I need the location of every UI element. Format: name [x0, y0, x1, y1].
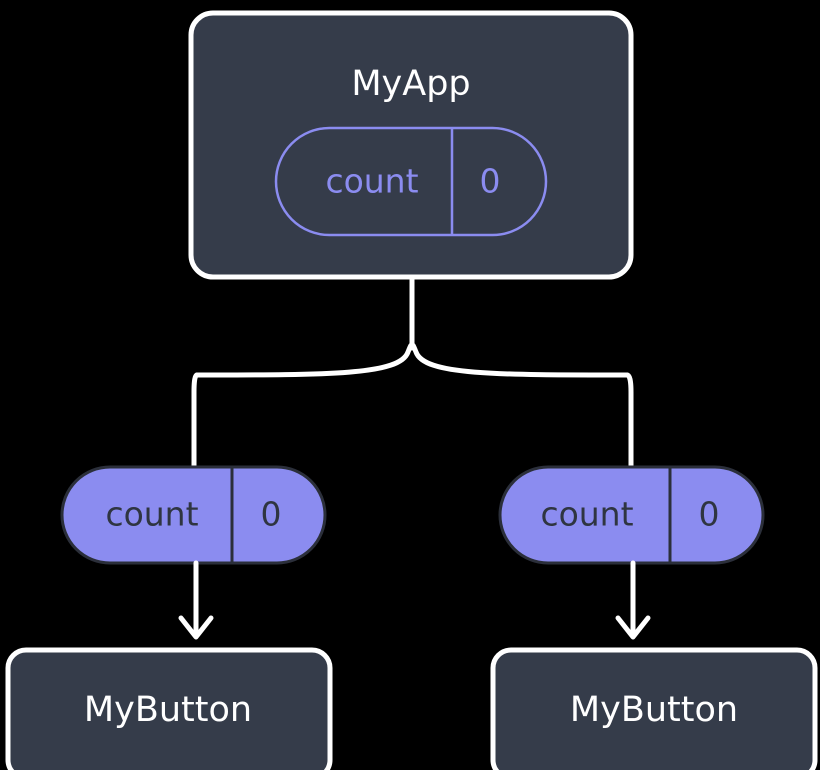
state-pill-right-value: 0 — [699, 495, 720, 534]
node-myapp-box[interactable] — [188, 10, 634, 280]
node-myapp-label: MyApp — [351, 64, 470, 104]
node-mybutton-left[interactable]: MyButton — [5, 647, 333, 770]
arrow-right-head — [615, 615, 651, 640]
node-mybutton-right-box[interactable] — [490, 647, 818, 770]
state-pill-root-shape[interactable] — [274, 126, 548, 237]
arrow-left-head — [178, 615, 214, 640]
state-pill-root[interactable]: count 0 — [274, 126, 548, 237]
state-pill-root-value: 0 — [480, 162, 501, 201]
state-pill-left-key: count — [105, 495, 198, 534]
node-mybutton-left-box[interactable] — [5, 647, 333, 770]
state-pill-left-value: 0 — [261, 495, 282, 534]
branch-right: count 0 MyButton — [490, 465, 818, 770]
node-mybutton-right-label: MyButton — [570, 690, 738, 730]
node-mybutton-right[interactable]: MyButton — [490, 647, 818, 770]
connector-layer — [191, 275, 634, 471]
state-pill-right-key: count — [540, 495, 633, 534]
state-pill-root-key: count — [325, 162, 418, 201]
connector-branch-bar — [194, 342, 630, 378]
branch-left: count 0 MyButton — [5, 465, 333, 770]
state-pill-right[interactable]: count 0 — [498, 465, 765, 565]
state-pill-left[interactable]: count 0 — [60, 465, 327, 565]
connector-left-drop — [191, 372, 200, 471]
arrow-left — [178, 560, 214, 640]
connector-right-drop — [624, 372, 634, 471]
node-myapp[interactable]: MyApp count 0 — [188, 10, 634, 280]
arrow-right — [615, 560, 651, 640]
node-mybutton-left-label: MyButton — [84, 690, 252, 730]
